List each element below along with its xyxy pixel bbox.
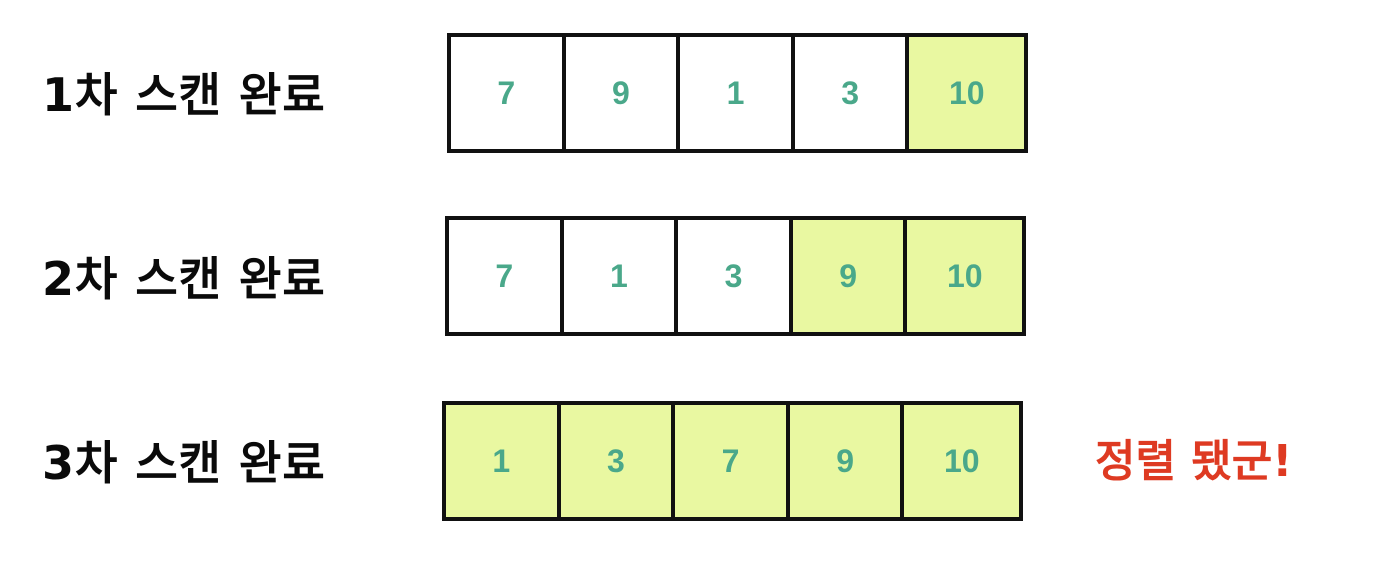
sorted-message: 정렬 됐군! bbox=[1095, 436, 1293, 487]
array-row-1: 7 9 1 3 10 bbox=[447, 33, 1028, 153]
array-cell: 1 bbox=[446, 405, 561, 517]
array-cell: 3 bbox=[794, 37, 910, 149]
array-cell: 9 bbox=[792, 220, 908, 332]
array-row-2: 7 1 3 9 10 bbox=[445, 216, 1026, 336]
array-cell: 7 bbox=[451, 37, 566, 149]
array-cell: 7 bbox=[675, 405, 790, 517]
array-cell: 10 bbox=[904, 405, 1020, 517]
array-cell: 9 bbox=[565, 37, 681, 149]
array-cell: 3 bbox=[678, 220, 793, 332]
array-cell: 9 bbox=[789, 405, 905, 517]
row-label-1: 1차 스캔 완료 bbox=[42, 68, 326, 122]
array-cell: 1 bbox=[680, 37, 795, 149]
array-cell: 1 bbox=[563, 220, 679, 332]
array-cell: 10 bbox=[909, 37, 1025, 149]
array-row-3: 1 3 7 9 10 bbox=[442, 401, 1023, 521]
row-label-3: 3차 스캔 완료 bbox=[42, 436, 326, 490]
array-cell: 10 bbox=[907, 220, 1023, 332]
array-cell: 3 bbox=[560, 405, 676, 517]
array-cell: 7 bbox=[449, 220, 564, 332]
row-label-2: 2차 스캔 완료 bbox=[42, 252, 326, 306]
